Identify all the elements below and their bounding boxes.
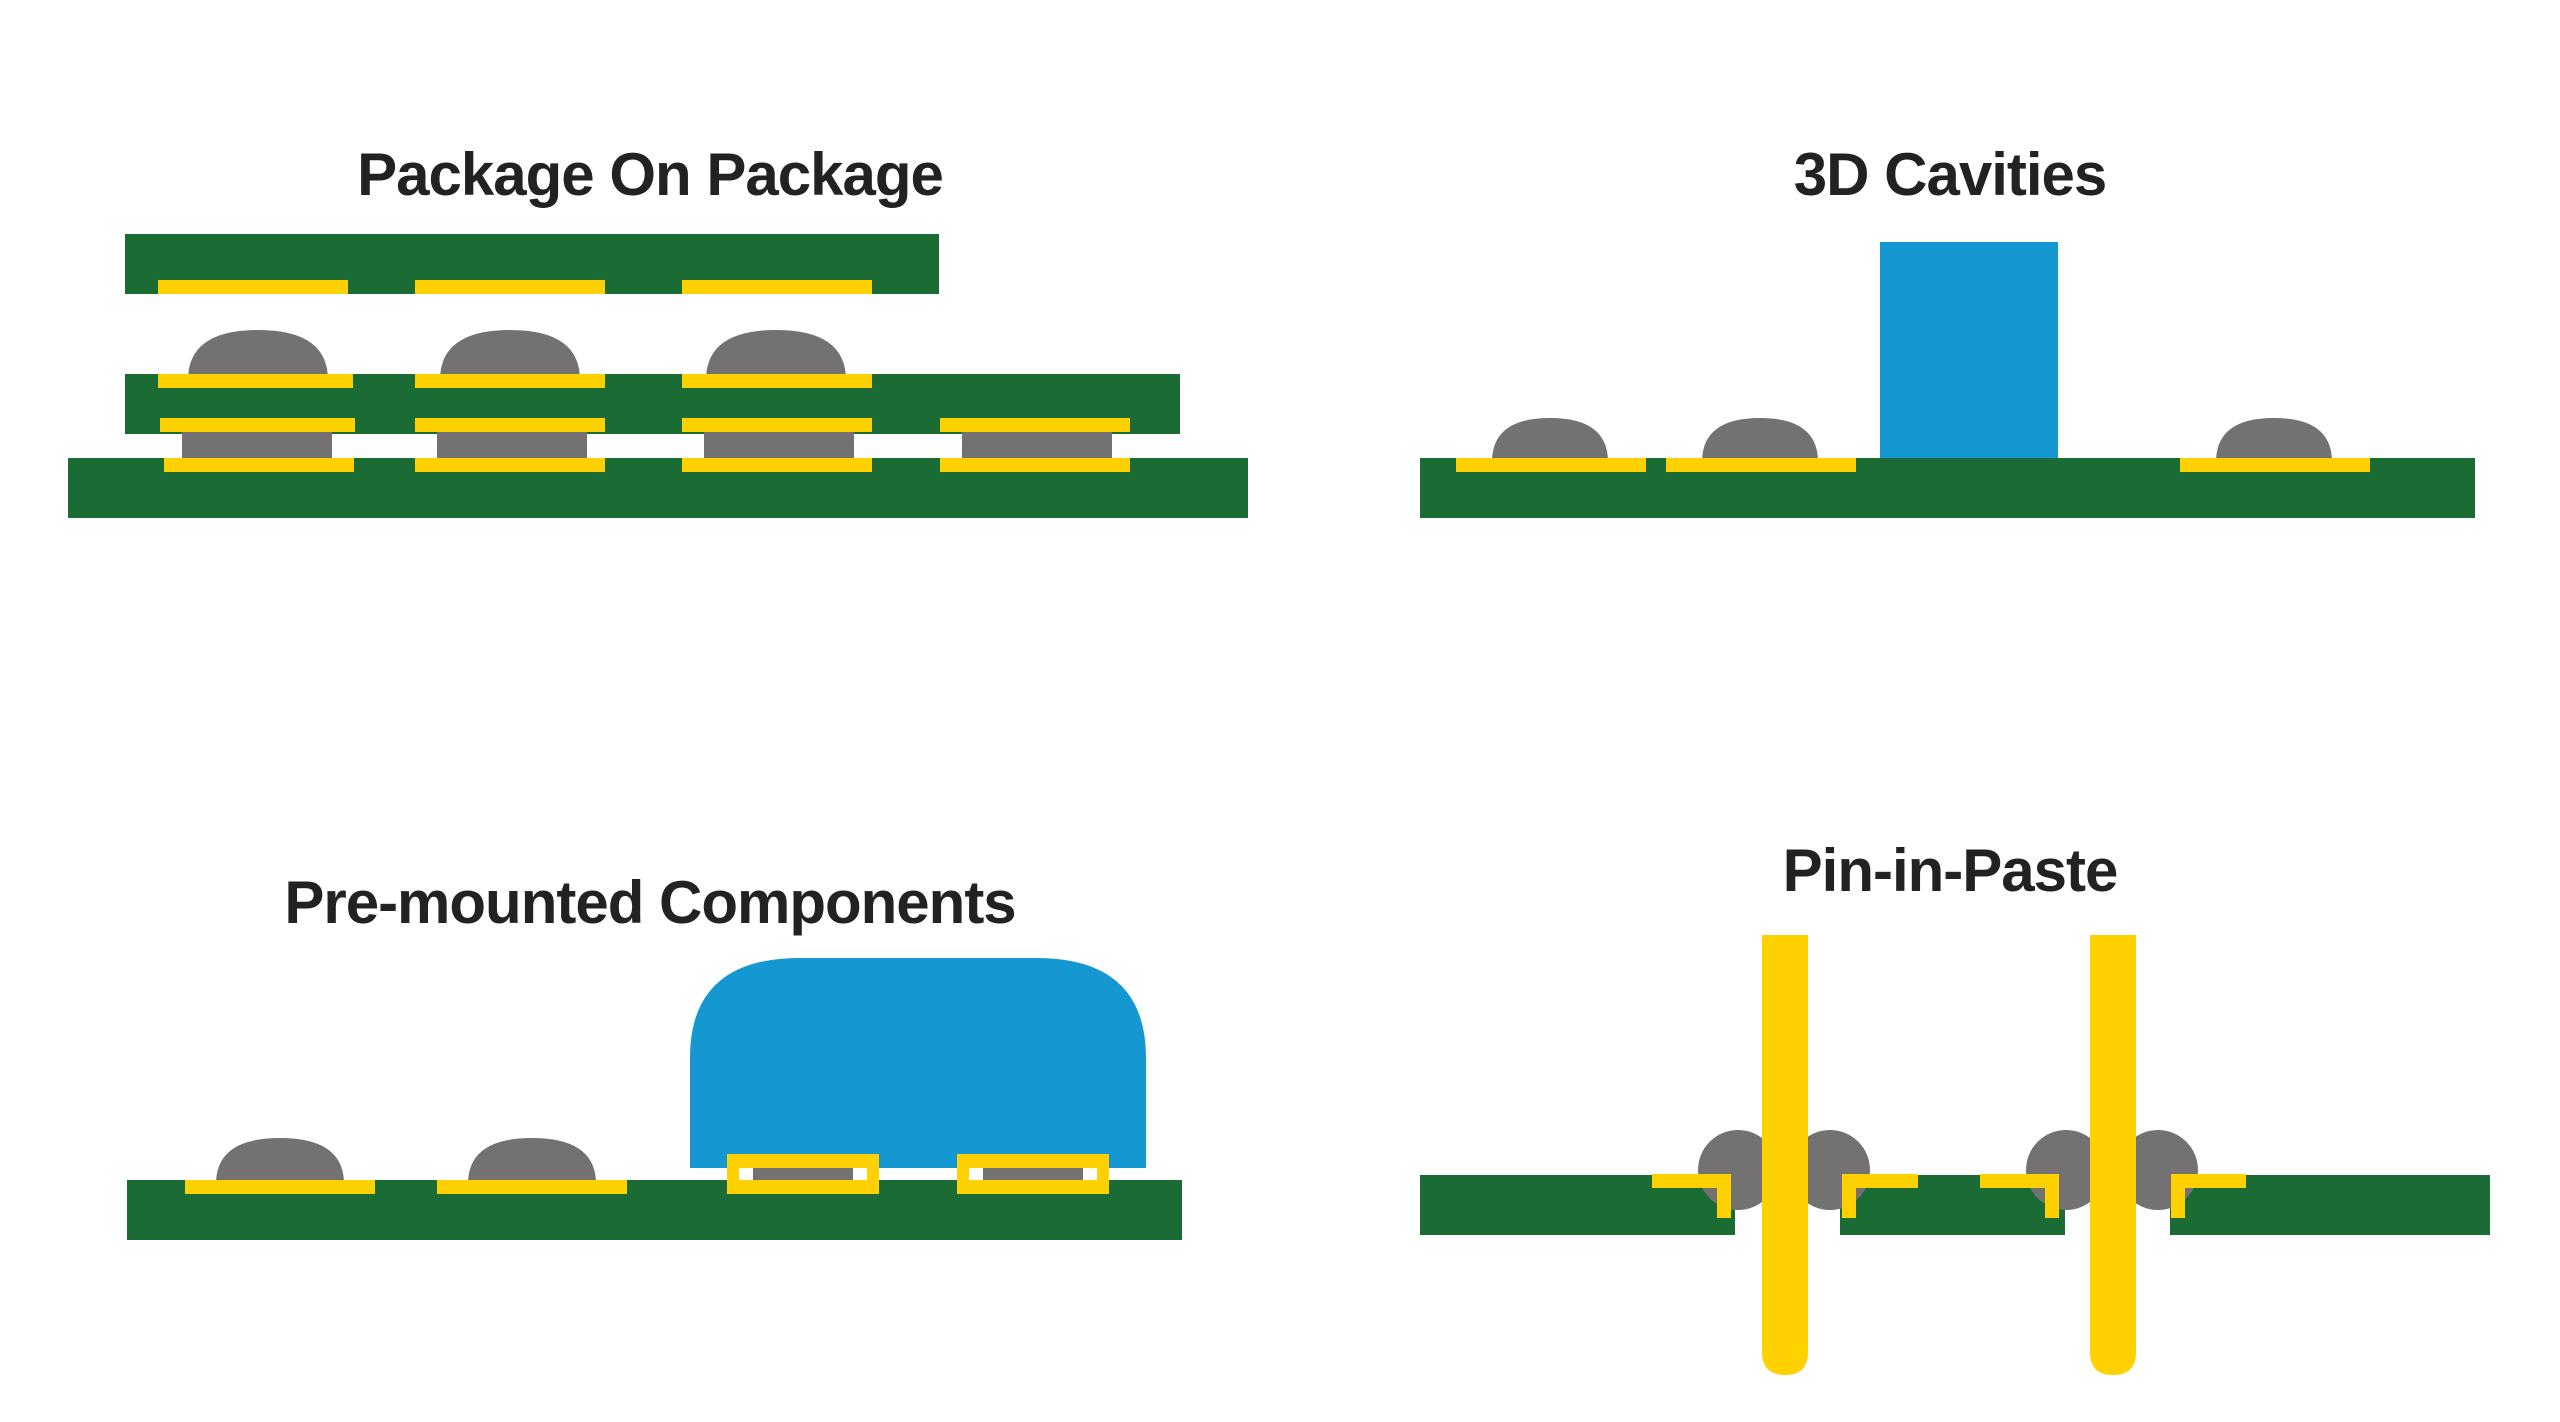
cavity-board-pad (1456, 458, 1646, 472)
premounted-component (690, 958, 1146, 1168)
solder-ball (1702, 418, 1818, 462)
solder-ball (1492, 418, 1608, 462)
solder-block (182, 444, 332, 458)
pad-side (957, 1154, 969, 1194)
middle-package-bottom-pad (415, 418, 605, 432)
component-pad (727, 1154, 879, 1168)
panel-3d-cavities (1420, 242, 2475, 518)
title-3d-cavities: 3D Cavities (1793, 141, 2108, 208)
top-package-pad (682, 280, 872, 294)
through-hole-pin (2090, 935, 2136, 1375)
panel-pin-in-paste (1420, 935, 2490, 1375)
middle-package-bottom-pad (160, 418, 355, 432)
component-pad (957, 1154, 1109, 1168)
premounted-board-pad (437, 1180, 627, 1194)
premounted-board-pad (957, 1180, 1109, 1194)
main-board-pad (682, 458, 872, 472)
solder-block (704, 444, 854, 458)
solder-block (962, 444, 1112, 458)
premounted-board-pad (185, 1180, 375, 1194)
title-premounted-components: Pre-mounted Components (284, 869, 1016, 936)
annular-pad (1842, 1174, 1918, 1218)
middle-package-top-pad (415, 374, 605, 388)
pad-side (727, 1154, 739, 1194)
middle-package-bottom-pad (682, 418, 872, 432)
main-board-pad (940, 458, 1130, 472)
annular-pad (1980, 1174, 2059, 1218)
cavity-board-pad (2180, 458, 2370, 472)
solder-ball (468, 1138, 596, 1184)
panel-package-on-package (68, 234, 1248, 518)
solder-ball (706, 330, 846, 380)
through-hole-pin (1762, 935, 1808, 1375)
premounted-board-pad (727, 1180, 879, 1194)
top-package-pad (415, 280, 605, 294)
solder-ball (216, 1138, 344, 1184)
annular-pad (2171, 1174, 2246, 1218)
main-board-pad (415, 458, 605, 472)
solder-block (983, 1168, 1083, 1180)
middle-package-top-pad (682, 374, 872, 388)
pad-side (867, 1154, 879, 1194)
main-board-pad (164, 458, 354, 472)
solder-ball (188, 330, 328, 380)
cavity-board-pad (1666, 458, 1856, 472)
middle-package-bottom-pad (940, 418, 1130, 432)
solder-ball (2216, 418, 2332, 462)
panel-premounted-components (127, 958, 1182, 1240)
solder-ball (440, 330, 580, 380)
top-package-pad (158, 280, 348, 294)
annular-pad (1652, 1174, 1731, 1218)
solder-block (753, 1168, 853, 1180)
title-package-on-package: Package On Package (357, 141, 944, 208)
solder-block (437, 444, 587, 458)
title-pin-in-paste: Pin-in-Paste (1782, 837, 2119, 904)
cavity-component (1880, 242, 2058, 460)
pad-side (1097, 1154, 1109, 1194)
middle-package-top-pad (158, 374, 353, 388)
